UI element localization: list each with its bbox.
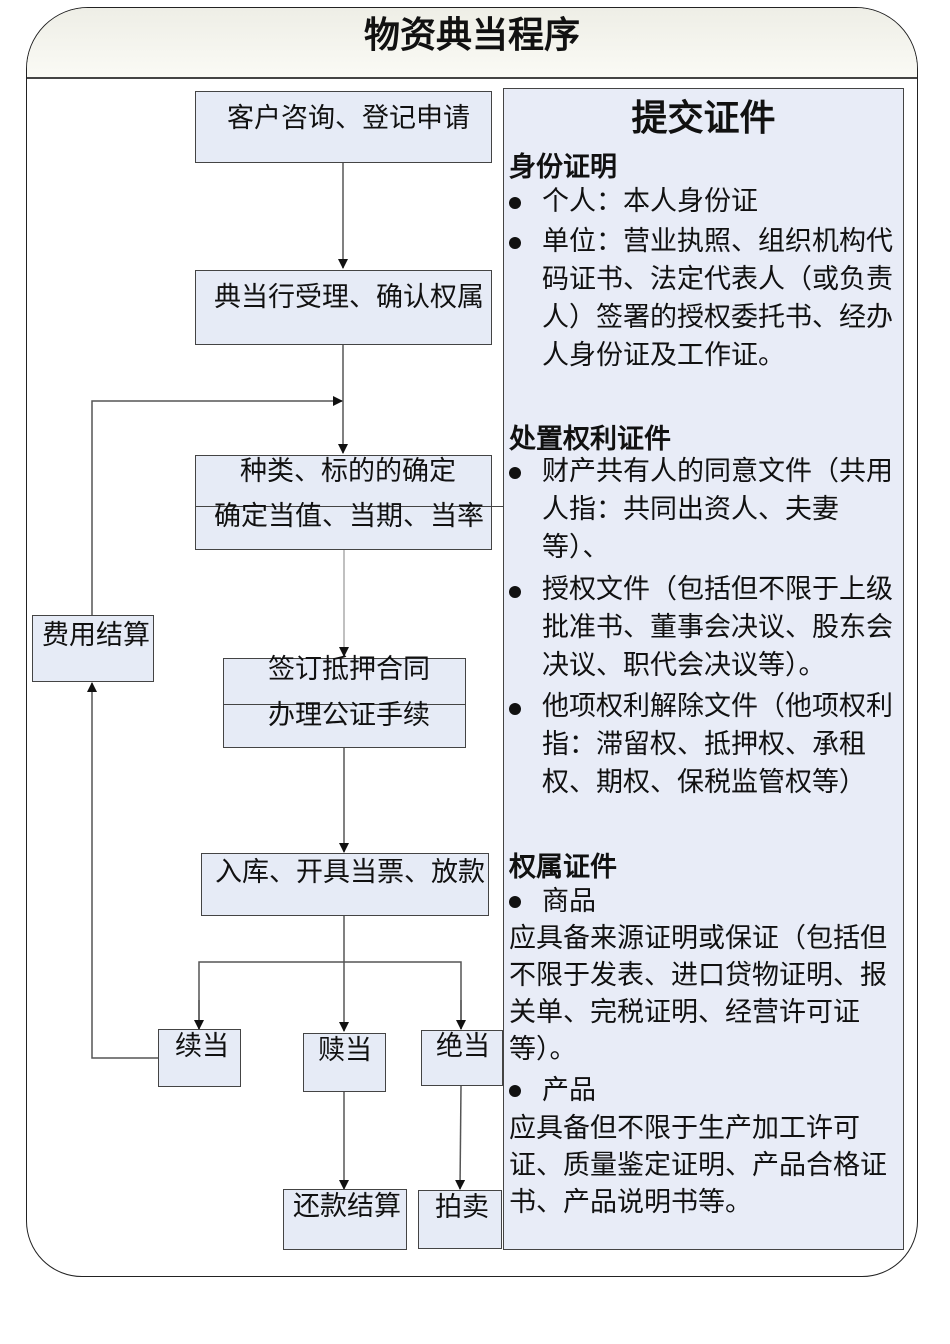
step-renew: 续当 bbox=[158, 1029, 241, 1087]
list-item: 财产共有人的同意文件（共用 bbox=[542, 456, 893, 487]
step-label: 赎当 bbox=[318, 1035, 372, 1066]
step-label-top: 种类、标的的确定 bbox=[240, 456, 456, 487]
list-item: 他项权利解除文件（他项权利 bbox=[542, 691, 893, 722]
step-redeem: 赎当 bbox=[303, 1033, 386, 1092]
step-label: 典当行受理、确认权属 bbox=[214, 282, 484, 313]
bullet-icon bbox=[509, 896, 521, 908]
box-divider bbox=[224, 704, 465, 705]
step-label: 续当 bbox=[175, 1031, 229, 1062]
item-description: 应具备但不限于生产加工许可 bbox=[509, 1113, 860, 1144]
step-consult-register: 客户咨询、登记申请 bbox=[195, 91, 492, 163]
bullet-icon bbox=[509, 1085, 521, 1097]
item-description: 书、产品说明书等。 bbox=[509, 1187, 752, 1218]
step-determine-value: 种类、标的的确定 确定当值、当期、当率 bbox=[195, 455, 517, 550]
bullet-icon bbox=[509, 197, 521, 209]
bullet-icon bbox=[509, 467, 521, 479]
step-label: 入库、开具当票、放款 bbox=[215, 857, 485, 888]
item-description: 证、质量鉴定证明、产品合格证 bbox=[509, 1150, 887, 1181]
list-item-cont: 码证书、法定代表人（或负责 bbox=[542, 264, 893, 295]
section-heading-ownership: 权属证件 bbox=[509, 852, 617, 883]
list-item-cont: 指：滞留权、抵押权、承租 bbox=[542, 729, 866, 760]
header-band: 物资典当程序 bbox=[27, 8, 917, 79]
diagram-title: 物资典当程序 bbox=[363, 15, 580, 56]
bullet-icon bbox=[509, 586, 521, 598]
list-item: 产品 bbox=[542, 1075, 596, 1106]
step-forfeit: 绝当 bbox=[421, 1030, 503, 1086]
list-item: 单位：营业执照、组织机构代 bbox=[542, 226, 893, 257]
step-label-top: 签订抵押合同 bbox=[268, 654, 430, 685]
list-item-cont: 人身份证及工作证。 bbox=[542, 340, 785, 371]
step-label-bottom: 确定当值、当期、当率 bbox=[214, 501, 484, 532]
step-label: 还款结算 bbox=[293, 1191, 401, 1222]
item-description: 等）。 bbox=[509, 1034, 577, 1065]
step-label: 费用结算 bbox=[42, 620, 150, 651]
list-item-cont: 人指：共同出资人、夫妻 bbox=[542, 494, 839, 525]
step-accept-confirm: 典当行受理、确认权属 bbox=[195, 270, 492, 345]
step-auction: 拍卖 bbox=[418, 1190, 502, 1249]
step-sign-contract: 签订抵押合同 办理公证手续 bbox=[223, 654, 466, 748]
step-label: 绝当 bbox=[436, 1031, 490, 1062]
section-heading-disposal-rights: 处置权利证件 bbox=[509, 424, 671, 455]
step-storage-ticket-loan: 入库、开具当票、放款 bbox=[201, 853, 489, 916]
step-fee-settlement: 费用结算 bbox=[32, 615, 154, 682]
step-label: 客户咨询、登记申请 bbox=[227, 103, 470, 134]
list-item-cont: 权、期权、保税监管权等） bbox=[542, 767, 866, 798]
list-item: 个人：本人身份证 bbox=[542, 186, 758, 217]
list-item: 授权文件（包括但不限于上级 bbox=[542, 574, 893, 605]
documents-panel: 提交证件 身份证明 个人：本人身份证 单位：营业执照、组织机构代 码证书、法定代… bbox=[503, 88, 904, 1250]
item-description: 不限于发表、进口贷物证明、报 bbox=[509, 960, 887, 991]
list-item: 商品 bbox=[542, 886, 596, 917]
list-item-cont: 决议、职代会决议等）。 bbox=[542, 650, 826, 681]
box-divider bbox=[196, 506, 517, 507]
bullet-icon bbox=[509, 703, 521, 715]
step-repay-settlement: 还款结算 bbox=[283, 1189, 407, 1250]
list-item-cont: 批准书、董事会决议、股东会 bbox=[542, 612, 893, 643]
list-item-cont: 人）签署的授权委托书、经办 bbox=[542, 302, 893, 333]
section-heading-identity: 身份证明 bbox=[509, 152, 617, 183]
bullet-icon bbox=[509, 237, 521, 249]
item-description: 关单、完税证明、经营许可证 bbox=[509, 997, 860, 1028]
step-label-bottom: 办理公证手续 bbox=[268, 700, 430, 731]
step-label: 拍卖 bbox=[435, 1192, 489, 1223]
item-description: 应具备来源证明或保证（包括但 bbox=[509, 923, 887, 954]
panel-title: 提交证件 bbox=[631, 98, 776, 139]
list-item-cont: 等）、 bbox=[542, 532, 610, 563]
